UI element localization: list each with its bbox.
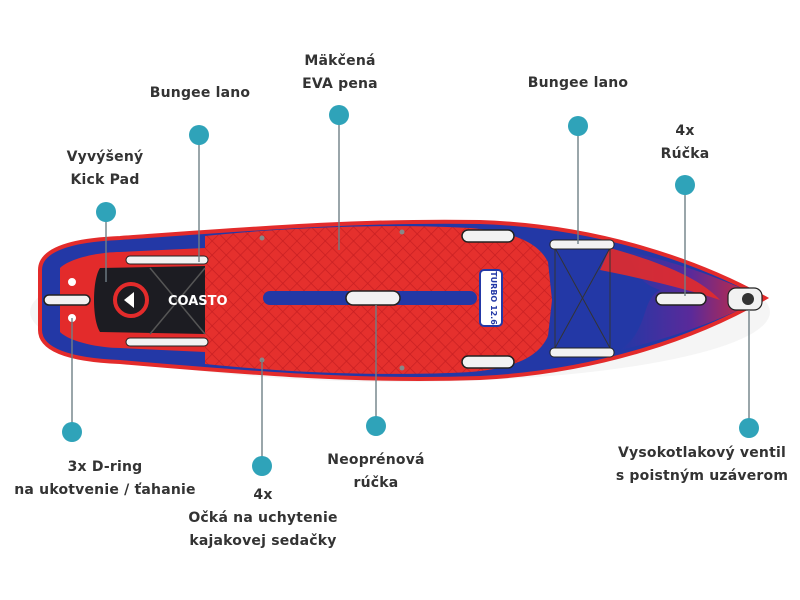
dot-valve xyxy=(739,418,759,438)
dot-bungee-right xyxy=(568,116,588,136)
model-badge-text: TURBO 12.6 xyxy=(489,271,498,325)
model-badge xyxy=(479,269,503,327)
label-kickpad-line-1: Vyvýšený xyxy=(66,149,144,165)
label-kickpad: Vyvýšený Kick Pad xyxy=(50,146,160,192)
eyelet-1 xyxy=(259,235,265,241)
label-eyelets-line-3: kajakovej sedačky xyxy=(189,533,337,549)
label-eva-line-2: EVA pena xyxy=(302,76,378,92)
bungee-pad-top-left xyxy=(125,255,209,265)
dot-dring xyxy=(62,422,82,442)
bungee-pad-bottom-right xyxy=(549,347,615,358)
label-neoprene-line-2: rúčka xyxy=(353,475,399,491)
dot-neoprene xyxy=(366,416,386,436)
dot-handles xyxy=(675,175,695,195)
front-handle xyxy=(655,292,707,306)
d-ring-handle-tail xyxy=(43,294,91,306)
dot-kickpad xyxy=(96,202,116,222)
d-ring-top xyxy=(66,276,78,288)
side-handle-bottom xyxy=(461,355,515,369)
label-dring: 3x D-ring na ukotvenie / ťahanie xyxy=(2,456,208,502)
coasto-logo-arrow xyxy=(124,292,134,308)
label-bungee-right: Bungee lano xyxy=(516,72,640,95)
label-eyelets-line-2: Očká na uchytenie xyxy=(188,510,338,526)
label-bungee-left-line-1: Bungee lano xyxy=(149,85,251,101)
coasto-logo-mark xyxy=(113,282,149,318)
front-bungee-net xyxy=(554,247,611,349)
kick-pad xyxy=(94,266,205,334)
nose-swoosh xyxy=(600,248,720,300)
label-kickpad-line-2: Kick Pad xyxy=(70,172,140,188)
neoprene-handle xyxy=(345,290,401,306)
label-handles-line-2: Rúčka xyxy=(660,146,710,162)
label-eyelets-line-1: 4x xyxy=(253,487,273,503)
dot-eva xyxy=(329,105,349,125)
label-dring-line-1: 3x D-ring xyxy=(67,459,143,475)
label-valve-line-2: s poistným uzáverom xyxy=(615,468,789,484)
label-eva-line-1: Mäkčená xyxy=(304,53,376,69)
label-eyelets: 4x Očká na uchytenie kajakovej sedačky xyxy=(172,484,354,553)
eyelet-3 xyxy=(399,229,405,235)
valve xyxy=(742,293,754,305)
kick-pad-lines xyxy=(149,267,206,335)
label-handles: 4x Rúčka xyxy=(640,120,730,166)
label-valve: Vysokotlakový ventil s poistným uzáverom xyxy=(606,442,798,488)
board-logo-text: COASTO xyxy=(168,294,228,309)
label-eva: Mäkčená EVA pena xyxy=(280,50,400,96)
label-bungee-right-line-1: Bungee lano xyxy=(527,75,629,91)
dot-bungee-left xyxy=(189,125,209,145)
bungee-pad-bottom-left xyxy=(125,337,209,347)
callout-dots xyxy=(62,105,759,476)
dot-eyelets xyxy=(252,456,272,476)
label-neoprene: Neoprénová rúčka xyxy=(316,449,436,495)
callout-leaders xyxy=(71,115,750,466)
label-bungee-left: Bungee lano xyxy=(138,82,262,105)
label-neoprene-line-1: Neoprénová xyxy=(327,452,425,468)
eyelet-4 xyxy=(399,365,405,371)
bungee-pad-top-right xyxy=(549,239,615,250)
side-handle-top xyxy=(461,229,515,243)
label-handles-line-1: 4x xyxy=(675,123,695,139)
label-dring-line-2: na ukotvenie / ťahanie xyxy=(14,482,196,498)
label-valve-line-1: Vysokotlakový ventil xyxy=(618,445,786,461)
